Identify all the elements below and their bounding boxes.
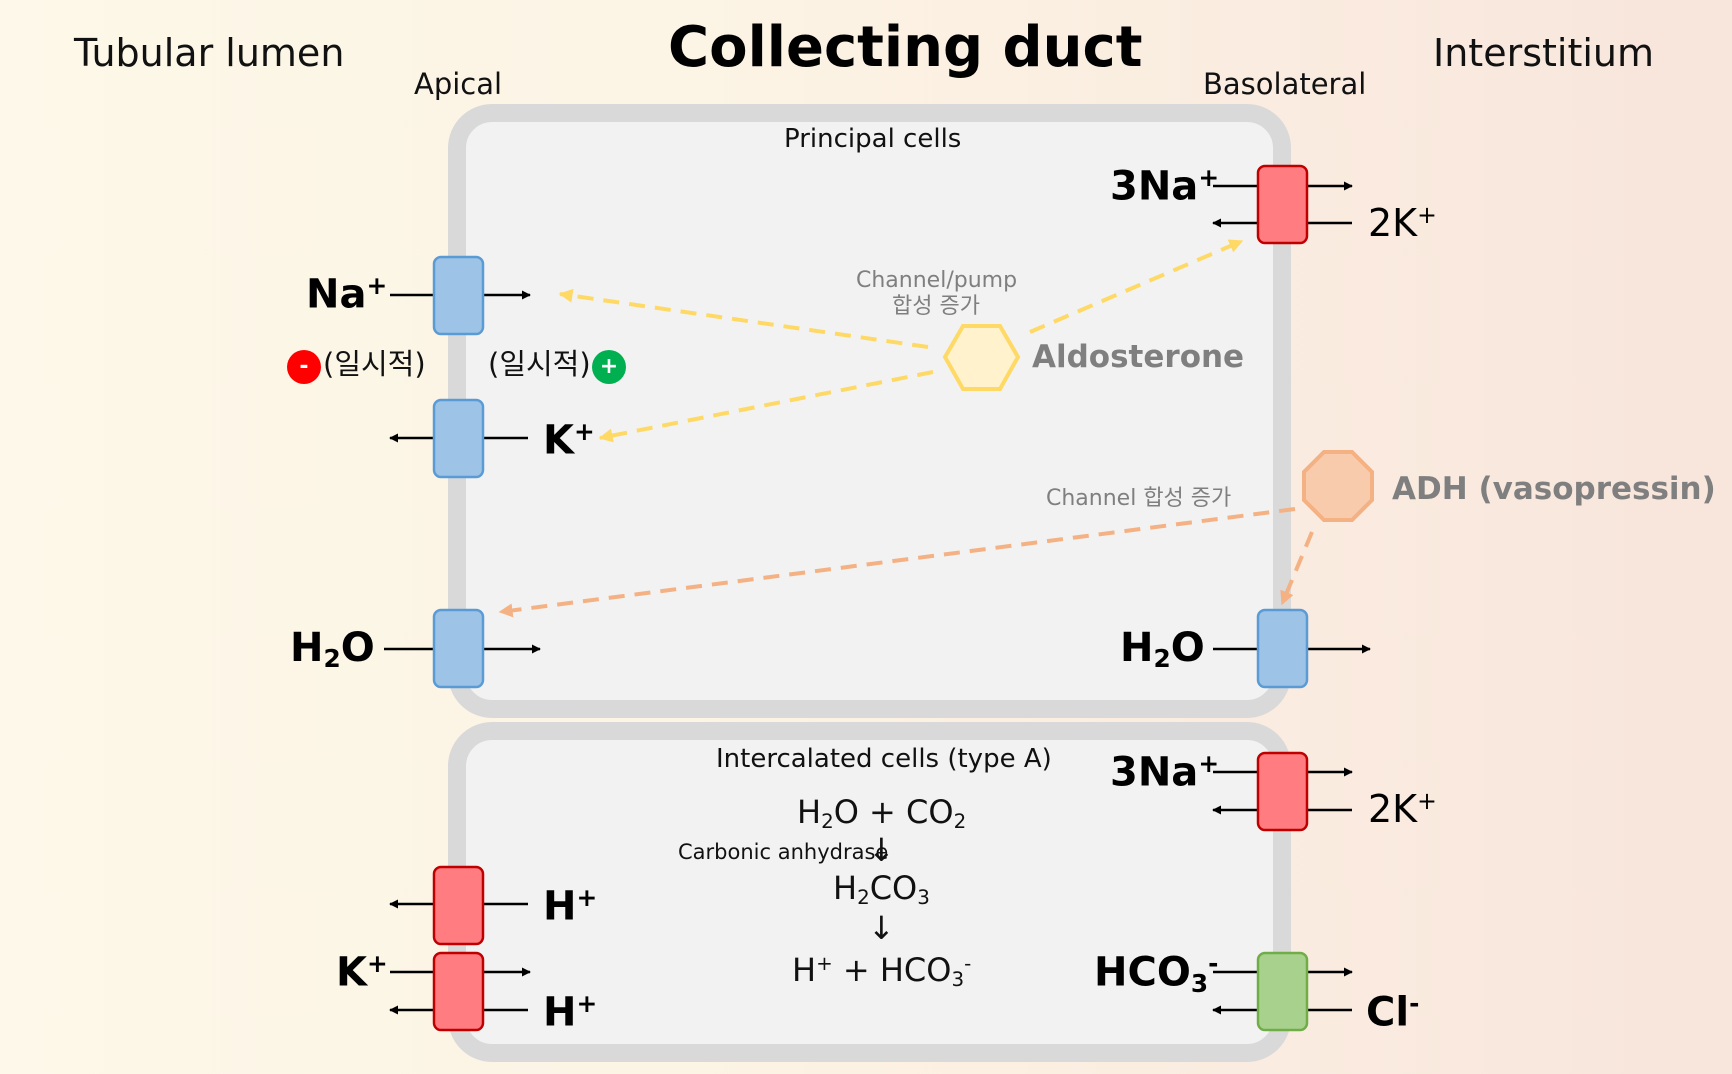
h2o-right-label: H2O bbox=[1120, 628, 1205, 672]
rxn1-sub1: 2 bbox=[821, 809, 834, 833]
pump-2k-text: 2K bbox=[1368, 201, 1418, 245]
h2o-right-h: H bbox=[1120, 625, 1154, 671]
temporary-negative-label: (일시적) bbox=[323, 347, 426, 381]
h-bottom-text: H bbox=[543, 989, 577, 1036]
cl-text: Cl bbox=[1366, 989, 1410, 1036]
rxn1-h: H bbox=[797, 793, 822, 831]
rxn3-charge: + bbox=[816, 952, 833, 976]
rxn3-sub: 3 bbox=[951, 967, 965, 991]
ic-3na-text: 3Na bbox=[1110, 749, 1199, 796]
na-k-pump bbox=[1256, 164, 1309, 245]
rxn1-sub2: 2 bbox=[953, 809, 967, 833]
hco3-charge: - bbox=[1208, 949, 1219, 978]
pump-3na-text: 3Na bbox=[1110, 163, 1199, 210]
aldosterone-label: Aldosterone bbox=[1032, 339, 1245, 375]
enzyme-label: Carbonic anhydrase bbox=[678, 840, 889, 864]
page-title: Collecting duct bbox=[668, 15, 1143, 80]
pump-3na-label: 3Na+ bbox=[1110, 163, 1220, 210]
rxn2-co: CO bbox=[869, 869, 918, 907]
hco3-cl-exchanger bbox=[1256, 951, 1309, 1032]
h2o-left-label: H2O bbox=[290, 628, 375, 672]
h-top-label: H+ bbox=[543, 883, 598, 930]
cl-charge: - bbox=[1409, 989, 1420, 1018]
basolateral-aquaporin bbox=[1256, 608, 1309, 689]
rxn3-h: H bbox=[792, 951, 817, 989]
apical-aquaporin bbox=[432, 608, 485, 689]
hco3-text: HCO bbox=[1094, 949, 1191, 996]
na-channel bbox=[432, 255, 485, 336]
intercalated-cell bbox=[448, 722, 1291, 1062]
pump-3na-charge: + bbox=[1198, 163, 1220, 192]
h-top-text: H bbox=[543, 883, 577, 930]
aldosterone-arrow-pump bbox=[1029, 239, 1244, 334]
rxn3-minus: - bbox=[964, 952, 972, 976]
ic-pump-2k-label: 2K+ bbox=[1368, 787, 1437, 831]
reaction-line-1: H2O + CO2 bbox=[797, 796, 966, 832]
intercalated-cell-title: Intercalated cells (type A) bbox=[716, 744, 1052, 774]
tubular-lumen-label: Tubular lumen bbox=[74, 31, 345, 75]
negative-badge-icon: - bbox=[287, 350, 321, 384]
na-text: Na bbox=[306, 271, 367, 318]
adh-octagon-icon bbox=[1302, 450, 1374, 522]
temporary-positive-label: (일시적) bbox=[488, 347, 591, 381]
k-charge: + bbox=[574, 417, 595, 446]
aldosterone-hexagon-icon bbox=[942, 324, 1021, 391]
k-left-text: K bbox=[336, 949, 367, 996]
h-bottom-charge: + bbox=[576, 989, 598, 1018]
k-text: K bbox=[543, 417, 574, 464]
na-ion-label: Na+ bbox=[306, 271, 388, 318]
h2o-left-o: O bbox=[340, 625, 375, 671]
aldosterone-note-line1: Channel/pump bbox=[856, 268, 1018, 293]
cl-label: Cl- bbox=[1366, 989, 1420, 1036]
interstitium-label: Interstitium bbox=[1433, 31, 1655, 75]
rxn1-rest: O + CO bbox=[833, 793, 954, 831]
k-left-label: K+ bbox=[336, 949, 388, 996]
na-k-pump-intercalated bbox=[1256, 751, 1309, 832]
hco3-sub: 3 bbox=[1190, 968, 1209, 998]
h2o-left-h: H bbox=[290, 625, 324, 671]
adh-note: Channel 합성 증가 bbox=[1046, 486, 1232, 511]
pump-2k-label: 2K+ bbox=[1368, 201, 1437, 245]
rxn2-sub1: 2 bbox=[857, 885, 870, 909]
aldosterone-arrow-na bbox=[558, 288, 929, 349]
aldosterone-note-line2: 합성 증가 bbox=[892, 293, 980, 319]
reaction-line-2: H2COCO3 bbox=[833, 872, 930, 908]
adh-arrow-basolateral-h2o bbox=[1280, 531, 1314, 606]
h-k-atpase bbox=[432, 951, 485, 1032]
rxn3-hco: + HCO bbox=[832, 951, 952, 989]
reaction-line-3: H+ + HCO3- bbox=[792, 954, 971, 990]
k-ion-label: K+ bbox=[543, 417, 595, 464]
reaction-arrow-2: ↓ bbox=[868, 909, 895, 947]
principal-cell bbox=[448, 104, 1291, 718]
ic-3na-charge: + bbox=[1198, 749, 1220, 778]
ic-pump-3na-label: 3Na+ bbox=[1110, 749, 1220, 796]
basolateral-label: Basolateral bbox=[1203, 67, 1367, 101]
apical-label: Apical bbox=[414, 67, 503, 101]
k-channel bbox=[432, 398, 485, 479]
h-bottom-label: H+ bbox=[543, 989, 598, 1036]
ic-2k-text: 2K bbox=[1368, 787, 1418, 831]
h2o-right-sub: 2 bbox=[1153, 644, 1171, 674]
positive-badge-icon: + bbox=[592, 350, 626, 384]
h2o-left-sub: 2 bbox=[323, 644, 341, 674]
h2o-right-o: O bbox=[1170, 625, 1205, 671]
principal-cell-title: Principal cells bbox=[784, 124, 962, 154]
aldosterone-note: Channel/pump 합성 증가 bbox=[856, 268, 1018, 320]
pump-2k-charge: + bbox=[1417, 201, 1437, 230]
na-charge: + bbox=[366, 271, 388, 300]
k-left-charge: + bbox=[367, 949, 388, 978]
reaction-arrow-1: ↓ bbox=[868, 831, 895, 869]
rxn2-sub3: 3 bbox=[917, 885, 930, 909]
hco3-label: HCO3- bbox=[1094, 949, 1219, 998]
adh-arrow-apical-h2o bbox=[498, 507, 1296, 618]
adh-label: ADH (vasopressin) bbox=[1392, 471, 1716, 507]
h-atpase bbox=[432, 865, 485, 946]
h-top-charge: + bbox=[576, 883, 598, 912]
rxn2-h: H bbox=[833, 869, 858, 907]
aldosterone-arrow-k bbox=[598, 370, 934, 443]
ic-2k-charge: + bbox=[1417, 787, 1437, 816]
